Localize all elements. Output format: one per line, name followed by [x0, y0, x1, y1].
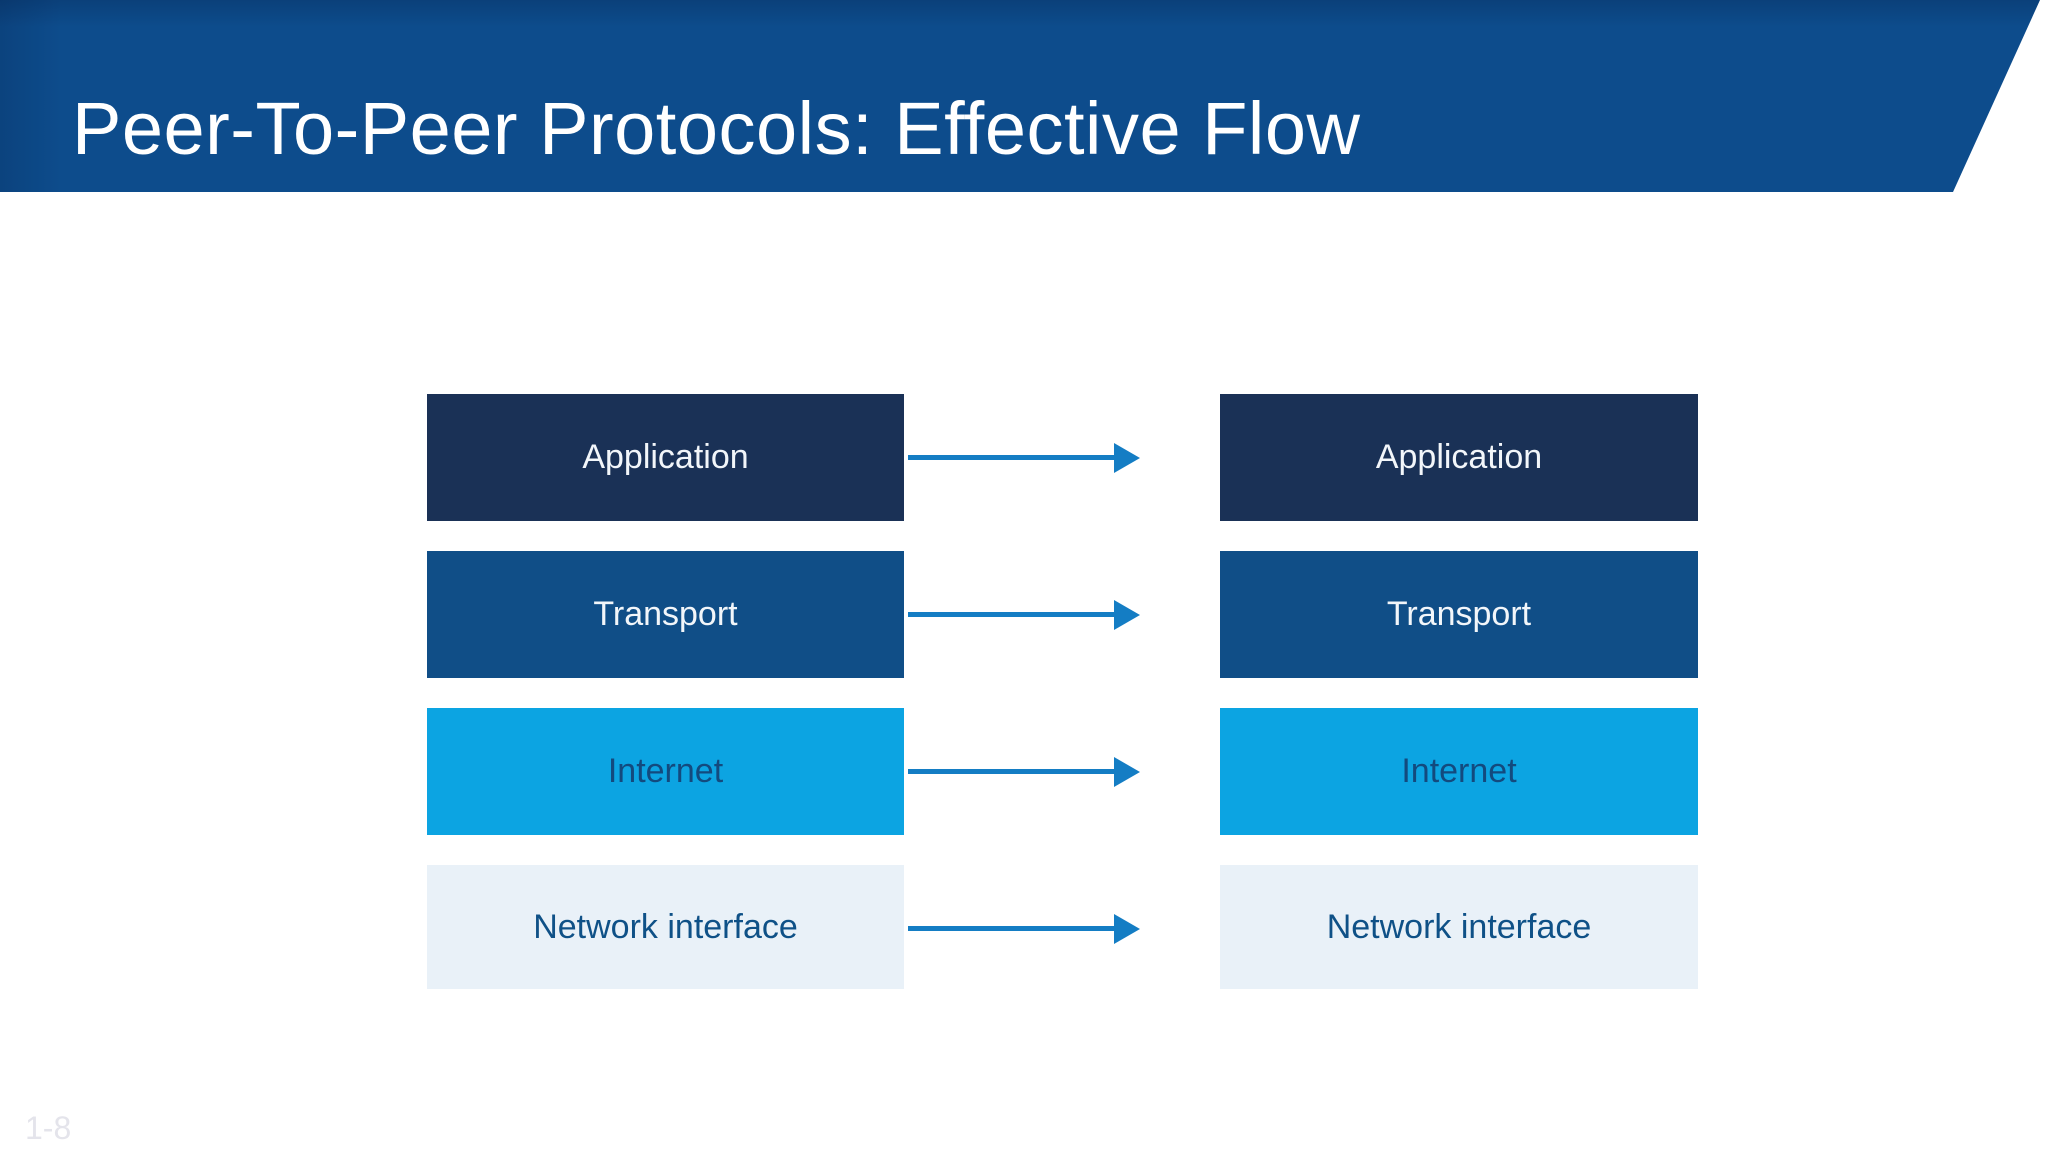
arrow-line — [908, 769, 1114, 774]
right-layer-box-application: Application — [1220, 394, 1698, 521]
layer-label-application: Application — [582, 438, 749, 476]
arrow-right-icon — [1114, 913, 1140, 944]
arrow-right-icon — [1114, 756, 1140, 787]
arrow-right-icon — [1114, 442, 1140, 473]
arrow-line — [908, 612, 1114, 617]
left-layer-box-application: Application — [427, 394, 904, 521]
flow-arrow-network-interface — [908, 865, 1140, 992]
layer-label-transport: Transport — [1386, 595, 1532, 633]
layer-label-internet: Internet — [1401, 752, 1517, 790]
page-number: 1-8 — [25, 1110, 72, 1146]
arrow-line — [908, 926, 1114, 931]
flow-arrow-application — [908, 394, 1140, 521]
arrow-right-icon — [1114, 599, 1140, 630]
right-layer-box-network-interface: Network interface — [1220, 865, 1698, 989]
layer-label-internet: Internet — [607, 752, 724, 790]
slide-title: Peer-To-Peer Protocols: Effective Flow — [72, 87, 1361, 170]
layer-label-network-interface: Network interface — [533, 907, 798, 946]
right-layer-box-transport: Transport — [1220, 551, 1698, 678]
left-layer-box-transport: Transport — [427, 551, 904, 678]
flow-arrow-internet — [908, 708, 1140, 835]
layer-label-application: Application — [1375, 438, 1543, 476]
left-layer-box-internet: Internet — [427, 708, 904, 835]
right-layer-box-internet: Internet — [1220, 708, 1698, 835]
arrow-line — [908, 455, 1114, 460]
title-banner: Peer-To-Peer Protocols: Effective Flow — [0, 0, 2040, 192]
layer-label-network-interface: Network interface — [1326, 907, 1592, 946]
left-layer-box-network-interface: Network interface — [427, 865, 904, 989]
flow-arrow-transport — [908, 551, 1140, 678]
layer-label-transport: Transport — [593, 595, 738, 633]
